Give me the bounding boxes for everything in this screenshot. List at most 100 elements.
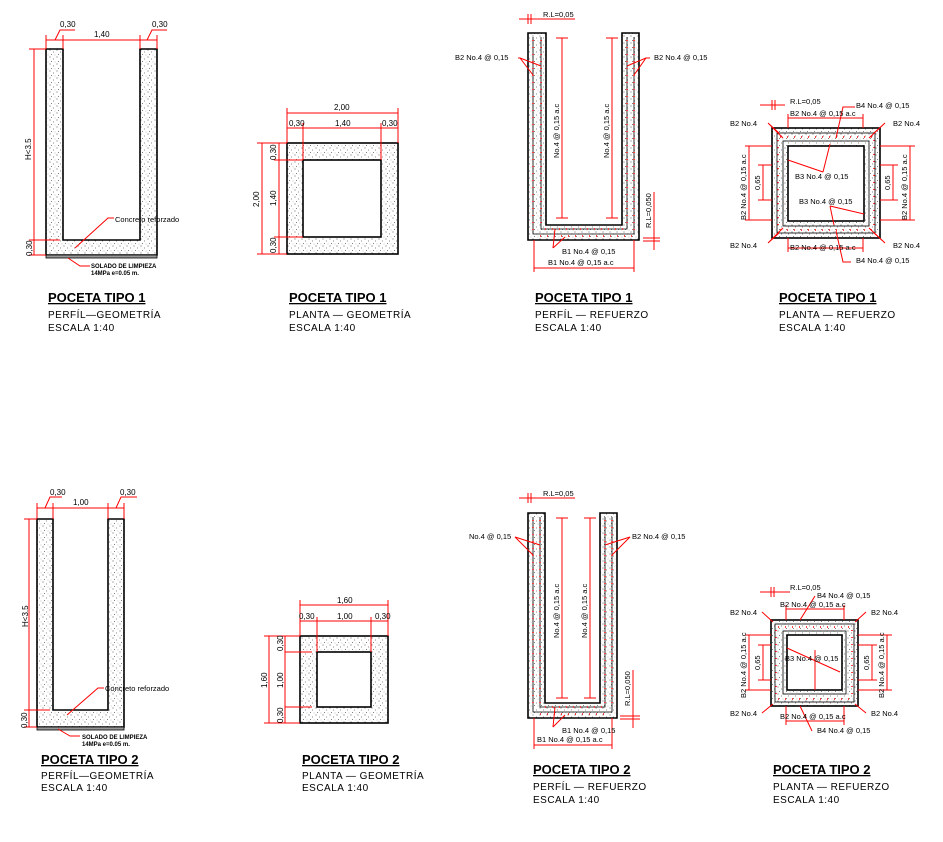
bar-b1-ac: B1 No.4 @ 0,15 a.c: [537, 735, 603, 744]
vertical-bar-right: No.4 @ 0,15 a.c: [580, 583, 589, 638]
bar-b2-top: B2 No.4 @ 0,15 a.c: [790, 109, 856, 118]
drawing-subtitle: PLANTA — GEOMETRÍA: [302, 769, 424, 782]
bar-b2-bottom-left: B2 No.4: [730, 241, 757, 250]
note-solado: SOLADO DE LIMPIEZA: [91, 264, 157, 270]
bar-b2-bottom: B2 No.4 @ 0,15 a.c: [790, 243, 856, 252]
dim-right: 0,65: [862, 655, 871, 670]
profile-reinforcement-tipo2: R.L=0,05 No.4 @ 0,15 B2 No.4 @ 0,15 No.4…: [469, 489, 685, 806]
dim-inner-width: 1,40: [335, 119, 351, 128]
bar-b3-a: B3 No.4 @ 0,15: [785, 654, 838, 663]
bar-b2-top-right: B2 No.4: [871, 608, 898, 617]
drawing-scale: ESCALA 1:40: [302, 783, 369, 794]
drawing-scale: ESCALA 1:40: [533, 795, 600, 806]
profile-geometry-tipo1: 0,30 0,30 1,40 H<3.5 0,30 Concreto refor…: [24, 20, 179, 334]
dim-total-width: 1,60: [337, 596, 353, 605]
drawing-subtitle: PERFÍL—GEOMETRÍA: [48, 308, 161, 321]
plan-reinforcement-tipo2: R.L=0,05 B4 No.4 @ 0,15 B2 No.4 @ 0,15 a…: [730, 583, 898, 806]
dim-inner-height: 1,40: [269, 190, 278, 206]
bar-b2-bottom-right: B2 No.4: [893, 241, 920, 250]
drawing-title: POCETA TIPO 1: [535, 290, 633, 305]
bar-b2-top: B2 No.4 @ 0,15 a.c: [780, 600, 846, 609]
profile-reinforcement-tipo1: R.L=0,05 B2 No.4 @ 0,15 B2 No.4 @ 0,15 N…: [455, 10, 707, 334]
dim-inner-width: 1,00: [73, 498, 89, 507]
note-concrete: Concreto reforzado: [115, 215, 179, 224]
note-solado-spec: 14MPa e=0.05 m.: [91, 271, 139, 277]
drawing-subtitle: PERFÍL — REFUERZO: [533, 780, 647, 793]
dim-height: H<3.5: [24, 138, 33, 160]
rl: R.L=0,05: [790, 97, 821, 106]
drawing-scale: ESCALA 1:40: [773, 795, 840, 806]
bar-b2-top-left: B2 No.4: [730, 119, 757, 128]
note-solado: SOLADO DE LIMPIEZA: [82, 735, 148, 741]
rl-top: R.L=0,05: [543, 10, 574, 19]
dim-inner-width: 1,40: [94, 30, 110, 39]
drawing-title: POCETA TIPO 1: [779, 290, 877, 305]
bar-b3-b: B3 No.4 @ 0,15: [799, 197, 852, 206]
drawing-title: POCETA TIPO 2: [773, 762, 871, 777]
drawing-title: POCETA TIPO 2: [302, 752, 400, 767]
dim-wall-bottom: 0,30: [276, 707, 285, 723]
bar-b4-top: B4 No.4 @ 0,15: [817, 591, 870, 600]
rl-side: R.L=0,050: [644, 193, 653, 228]
bar-label-left: B2 No.4 @ 0,15: [455, 53, 508, 62]
dim-base: 0,30: [25, 240, 34, 256]
dim-wall-right: 0,30: [382, 119, 398, 128]
dim-height: H<3.5: [21, 605, 30, 627]
dim-total-height: 1,60: [260, 672, 269, 688]
bar-b3-a: B3 No.4 @ 0,15: [795, 172, 848, 181]
bar-b2-left: B2 No.4 @ 0,15 a.c: [739, 154, 748, 220]
dim-inner-height: 1,00: [276, 672, 285, 688]
drawing-subtitle: PLANTA — REFUERZO: [773, 782, 890, 793]
dim-total-width: 2,00: [334, 103, 350, 112]
plan-reinforcement-tipo1: R.L=0,05 B4 No.4 @ 0,15 B2 No.4 @ 0,15 a…: [730, 97, 920, 334]
dim-wall-top: 0,30: [276, 635, 285, 651]
vertical-bar-left: No.4 @ 0,15 a.c: [552, 103, 561, 158]
note-concrete: Concreto reforzado: [105, 684, 169, 693]
bar-b4-bottom: B4 No.4 @ 0,15: [856, 256, 909, 265]
bar-b2-top-right: B2 No.4: [893, 119, 920, 128]
dim-wall-bottom: 0,30: [269, 237, 278, 253]
bar-b2-bottom: B2 No.4 @ 0,15 a.c: [780, 712, 846, 721]
rl: R.L=0,05: [790, 583, 821, 592]
dim-wall-left: 0,30: [289, 119, 305, 128]
drawing-subtitle: PLANTA — REFUERZO: [779, 310, 896, 321]
drawing-title: POCETA TIPO 1: [48, 290, 146, 305]
bar-b4-bottom: B4 No.4 @ 0,15: [817, 726, 870, 735]
plan-geometry-tipo2: 1,60 0,30 1,00 0,30 1,60 0,30 1,00 0,30 …: [260, 596, 424, 794]
dim-left: 0,65: [753, 175, 762, 190]
note-solado-spec: 14MPa e=0.05 m.: [82, 742, 130, 748]
drawing-title: POCETA TIPO 2: [533, 762, 631, 777]
bar-b1: B1 No.4 @ 0,15: [562, 726, 615, 735]
dim-left: 0,65: [753, 655, 762, 670]
drawing-scale: ESCALA 1:40: [779, 323, 846, 334]
rl-side: R.L=0,050: [623, 671, 632, 706]
bar-b1-ac: B1 No.4 @ 0,15 a.c: [548, 258, 614, 267]
bar-label-right: B2 No.4 @ 0,15: [654, 53, 707, 62]
bar-b2-bottom-left: B2 No.4: [730, 709, 757, 718]
vertical-bar-left: No.4 @ 0,15 a.c: [552, 583, 561, 638]
drawing-title: POCETA TIPO 1: [289, 290, 387, 305]
dim-wall-left: 0,30: [50, 488, 66, 497]
drawing-scale: ESCALA 1:40: [48, 323, 115, 334]
dim-wall-left: 0,30: [299, 612, 315, 621]
bar-b2-right: B2 No.4 @ 0,15 a.c: [877, 632, 886, 698]
drawing-scale: ESCALA 1:40: [289, 323, 356, 334]
rl-top: R.L=0,05: [543, 489, 574, 498]
dim-inner-width: 1,00: [337, 612, 353, 621]
dim-wall-top: 0,30: [269, 144, 278, 160]
bar-label-right: B2 No.4 @ 0,15: [632, 532, 685, 541]
bar-b2-right: B2 No.4 @ 0,15 a.c: [900, 154, 909, 220]
bar-b2-top-left: B2 No.4: [730, 608, 757, 617]
drawing-subtitle: PERFÍL — REFUERZO: [535, 308, 649, 321]
bar-b2-bottom-right: B2 No.4: [871, 709, 898, 718]
drawing-scale: ESCALA 1:40: [41, 783, 108, 794]
drawing-subtitle: PERFÍL—GEOMETRÍA: [41, 769, 154, 782]
vertical-bar-right: No.4 @ 0,15 a.c: [602, 103, 611, 158]
drawing-scale: ESCALA 1:40: [535, 323, 602, 334]
dim-base: 0,30: [20, 712, 29, 728]
profile-geometry-tipo2: 0,30 0,30 1,00 H<3.5 0,30 Concreto refor…: [20, 488, 169, 794]
bar-b4-top: B4 No.4 @ 0,15: [856, 101, 909, 110]
drawing-subtitle: PLANTA — GEOMETRÍA: [289, 308, 411, 321]
drawing-title: POCETA TIPO 2: [41, 752, 139, 767]
